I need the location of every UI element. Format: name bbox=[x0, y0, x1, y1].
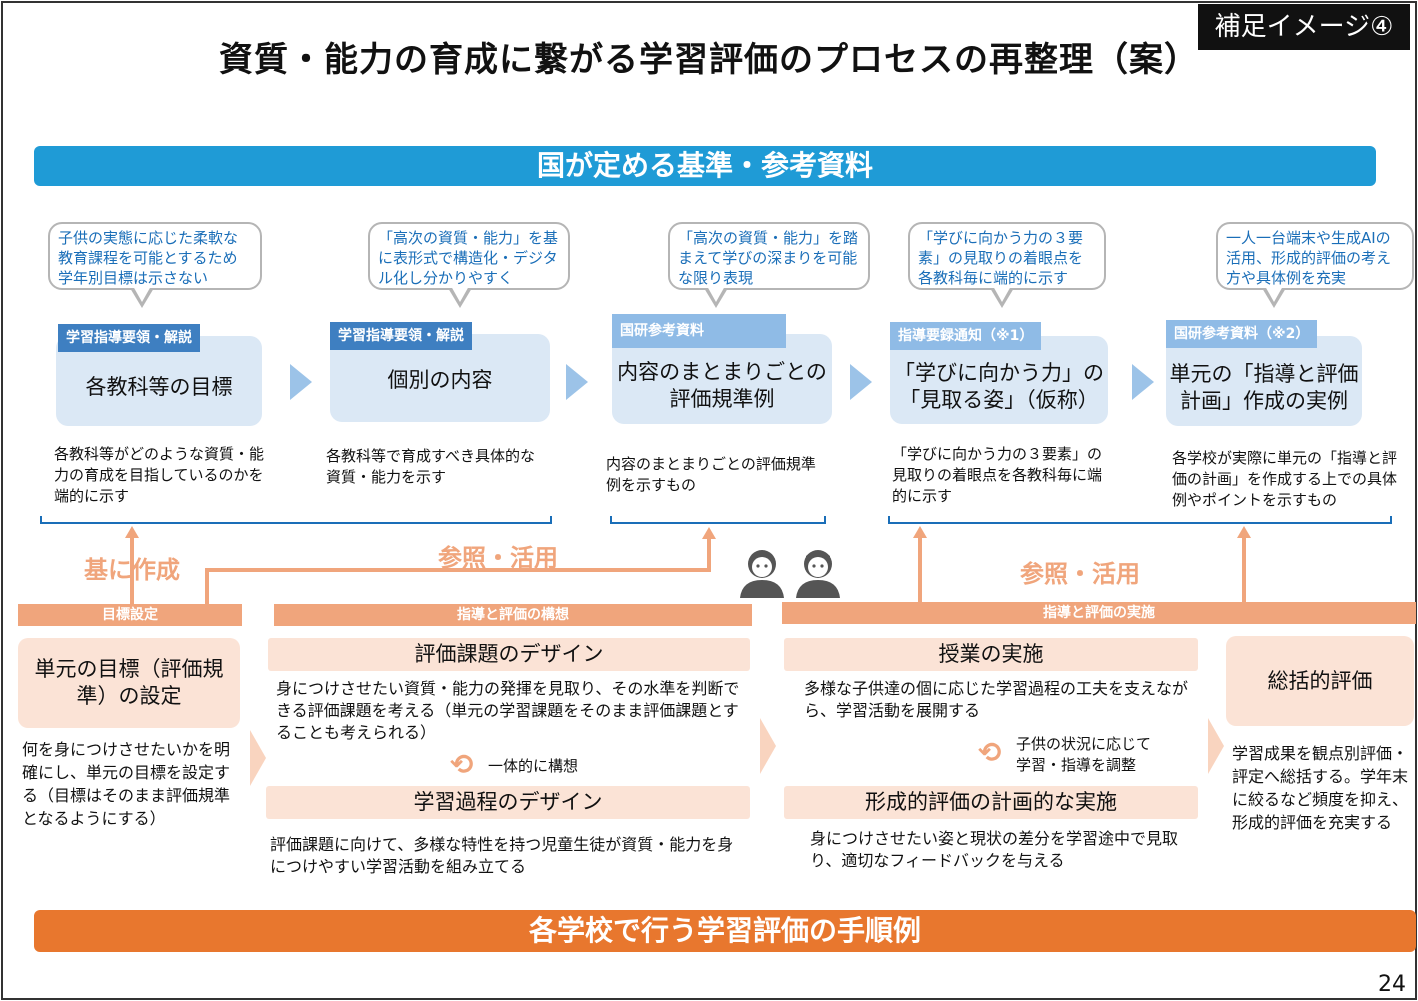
desc-process-design: 評価課題に向けて、多様な特性を持つ児童生徒が資質・能力を身につけやすい学習活動を… bbox=[270, 835, 734, 876]
bubble-3: 「高次の資質・能力」を踏まえて学びの深まりを可能な限り表現 bbox=[668, 222, 870, 290]
supplement-tag: 補足イメージ④ bbox=[1198, 4, 1410, 50]
national-banner: 国が定める基準・参考資料 bbox=[34, 146, 1376, 186]
arrow-up-ref2-left bbox=[913, 526, 927, 538]
arrow-right-3 bbox=[850, 364, 872, 400]
bubble-tail-in-1 bbox=[133, 286, 151, 302]
strip-lesson: 授業の実施 bbox=[784, 638, 1198, 671]
bracket-2 bbox=[610, 516, 826, 524]
bar-implementation: 指導と評価の実施 bbox=[782, 602, 1416, 624]
tag-nier-1: 国研参考資料 bbox=[612, 314, 786, 348]
bubble-2: 「高次の資質・能力」を基に表形式で構造化・デジタル化し分かりやすく bbox=[368, 222, 570, 290]
bubble-tail-in-5 bbox=[1265, 286, 1283, 302]
arrow-right-school-1 bbox=[250, 730, 266, 786]
line-ref2-left bbox=[918, 536, 922, 604]
desc-task-design: 身につけさせたい資質・能力の発揮を見取り、その水準を判断できる評価課題を考える（… bbox=[276, 679, 740, 742]
arrow-right-4 bbox=[1132, 364, 1154, 400]
bubble-4: 「学びに向かう力の３要素」の見取りの着眼点を各教科毎に端的に示す bbox=[908, 222, 1106, 290]
tag-guideline-1: 学習指導要領・解説 bbox=[58, 324, 200, 352]
page-title: 資質・能力の育成に繋がる学習評価のプロセスの再整理（案） bbox=[219, 40, 1199, 80]
label-adjust: 子供の状況に応じて学習・指導を調整 bbox=[1016, 735, 1152, 774]
school-banner: 各学校で行う学習評価の手順例 bbox=[34, 910, 1416, 952]
desc-2: 各教科等で育成すべき具体的な資質・能力を示す bbox=[326, 447, 535, 486]
tag-nier-2: 国研参考資料（※2） bbox=[1166, 320, 1318, 348]
desc-unit-goal: 何を身につけさせたいかを明確にし、単元の目標を設定する（目標はそのまま評価規準と… bbox=[22, 740, 231, 828]
line-ref1-up bbox=[707, 538, 711, 572]
arrow-right-2 bbox=[566, 364, 588, 400]
desc-3: 内容のまとまりごとの評価規準例を示すもの bbox=[606, 455, 816, 494]
box-unit-goal: 単元の目標（評価規準）の設定 bbox=[18, 638, 240, 728]
desc-summative: 学習成果を観点別評価・評定へ総括する。学年末に絞るなど頻度を抑え、形成的評価を充… bbox=[1232, 744, 1409, 832]
box-evaluation-criteria: 内容のまとまりごとの評価規準例 bbox=[612, 334, 832, 424]
bubble-1: 子供の実態に応じた柔軟な教育課程を可能とするため学年別目標は示さない bbox=[48, 222, 262, 290]
bracket-1 bbox=[40, 516, 552, 524]
page-number: 24 bbox=[1378, 972, 1406, 997]
cycle-icon-2: ⟲ bbox=[978, 736, 1002, 769]
line-ref1-down bbox=[205, 568, 209, 604]
arrow-up-base bbox=[125, 526, 139, 538]
arrow-up-ref2-right bbox=[1237, 526, 1251, 538]
tag-guideline-2: 学習指導要領・解説 bbox=[330, 322, 472, 350]
bubble-5: 一人一台端末や生成AIの活用、形成的評価の考え方や具体例を充実 bbox=[1216, 222, 1414, 290]
bar-plan: 指導と評価の構想 bbox=[274, 604, 752, 626]
desc-1: 各教科等がどのような資質・能力の育成を目指しているのかを端的に示す bbox=[54, 445, 265, 505]
bubble-tail-in-4 bbox=[993, 286, 1011, 302]
bubble-tail-in-3 bbox=[707, 286, 725, 302]
teachers-icon bbox=[740, 550, 840, 598]
bubble-tail-in-2 bbox=[451, 286, 469, 302]
label-integrated: 一体的に構想 bbox=[488, 757, 579, 775]
arrow-right-school-2 bbox=[760, 718, 776, 774]
bracket-3 bbox=[888, 516, 1392, 524]
strip-process-design: 学習過程のデザイン bbox=[266, 786, 750, 819]
strip-task-design: 評価課題のデザイン bbox=[268, 638, 750, 671]
desc-formative: 身につけさせたい姿と現状の差分を学習途中で見取り、適切なフィードバックを与える bbox=[810, 829, 1179, 870]
desc-4: 「学びに向かう力の３要素」の見取りの着眼点を各教科毎に端的に示す bbox=[892, 445, 1103, 505]
bar-goal-setting: 目標設定 bbox=[18, 604, 242, 626]
label-base: 基に作成 bbox=[84, 556, 180, 584]
arrow-right-1 bbox=[290, 364, 312, 400]
desc-lesson: 多様な子供達の個に応じた学習過程の工夫を支えながら、学習活動を展開する bbox=[804, 679, 1189, 720]
arrow-up-ref1 bbox=[702, 527, 716, 539]
line-base-up bbox=[130, 536, 134, 604]
arrow-right-school-3 bbox=[1208, 718, 1224, 774]
strip-formative: 形成的評価の計画的な実施 bbox=[784, 786, 1198, 819]
box-summative: 総括的評価 bbox=[1226, 636, 1414, 726]
tag-record-notice: 指導要録通知（※1） bbox=[890, 322, 1042, 350]
line-ref1-horizontal bbox=[205, 568, 711, 572]
label-ref2: 参照・活用 bbox=[1020, 560, 1140, 588]
label-ref1: 参照・活用 bbox=[438, 544, 558, 572]
box-seeing-figure: 「学びに向かう力」の「見取る姿」（仮称） bbox=[890, 336, 1108, 424]
box-plan-example: 単元の「指導と評価計画」作成の実例 bbox=[1166, 336, 1362, 426]
desc-5: 各学校が実際に単元の「指導と評価の計画」を作成する上での具体例やポイントを示すも… bbox=[1172, 449, 1398, 509]
line-ref2-right bbox=[1242, 536, 1246, 604]
cycle-icon-1: ⟲ bbox=[450, 748, 474, 781]
